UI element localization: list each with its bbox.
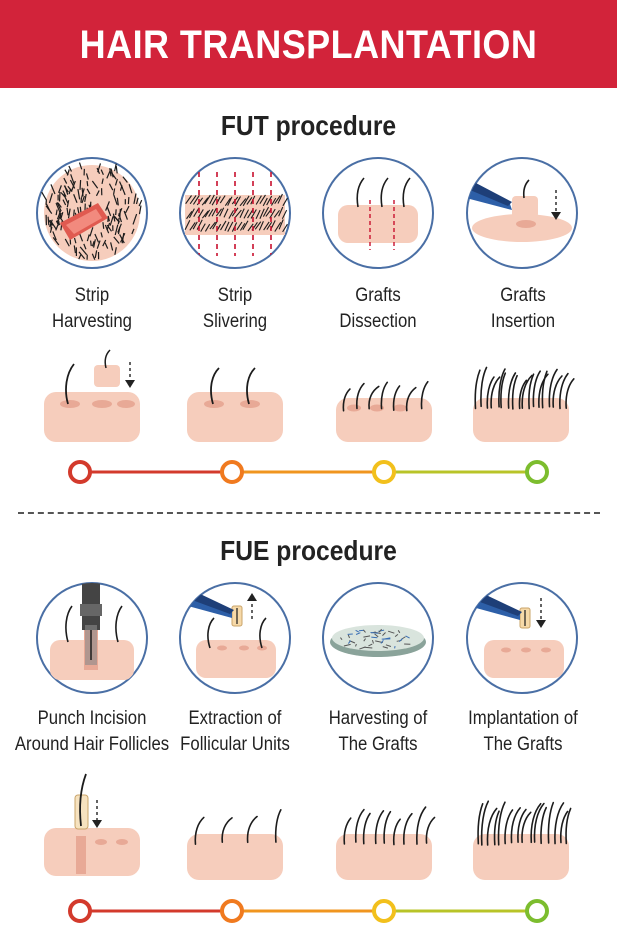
fut-block-1 [44, 349, 140, 442]
fue-harvesting-grafts-icon [322, 582, 434, 694]
fut-timeline [68, 460, 549, 484]
fut-block-2 [187, 367, 283, 442]
header-banner: HAIR TRANSPLANTATION [0, 0, 617, 88]
fue-extraction-icon [179, 582, 291, 694]
fue-block-4 [473, 800, 572, 880]
fue-implantation-icon [466, 582, 578, 694]
page-title: HAIR TRANSPLANTATION [79, 23, 538, 67]
fut-grafts-insertion-icon [466, 157, 578, 269]
fue-block-1 [44, 773, 140, 876]
fue-section-title: FUE procedure [220, 535, 397, 566]
fue-timeline [68, 899, 549, 923]
section-divider [18, 512, 600, 514]
fut-block-4 [473, 366, 575, 442]
fue-punch-incision-icon [36, 582, 148, 694]
fut-section-title: FUT procedure [220, 110, 397, 141]
fut-block-3 [336, 380, 432, 442]
fue-block-2 [187, 808, 283, 880]
fue-block-3 [336, 806, 436, 880]
fut-strip-slivering-icon [179, 157, 291, 269]
fut-grafts-dissection-icon [322, 157, 434, 269]
fut-strip-harvesting-icon [36, 157, 148, 269]
